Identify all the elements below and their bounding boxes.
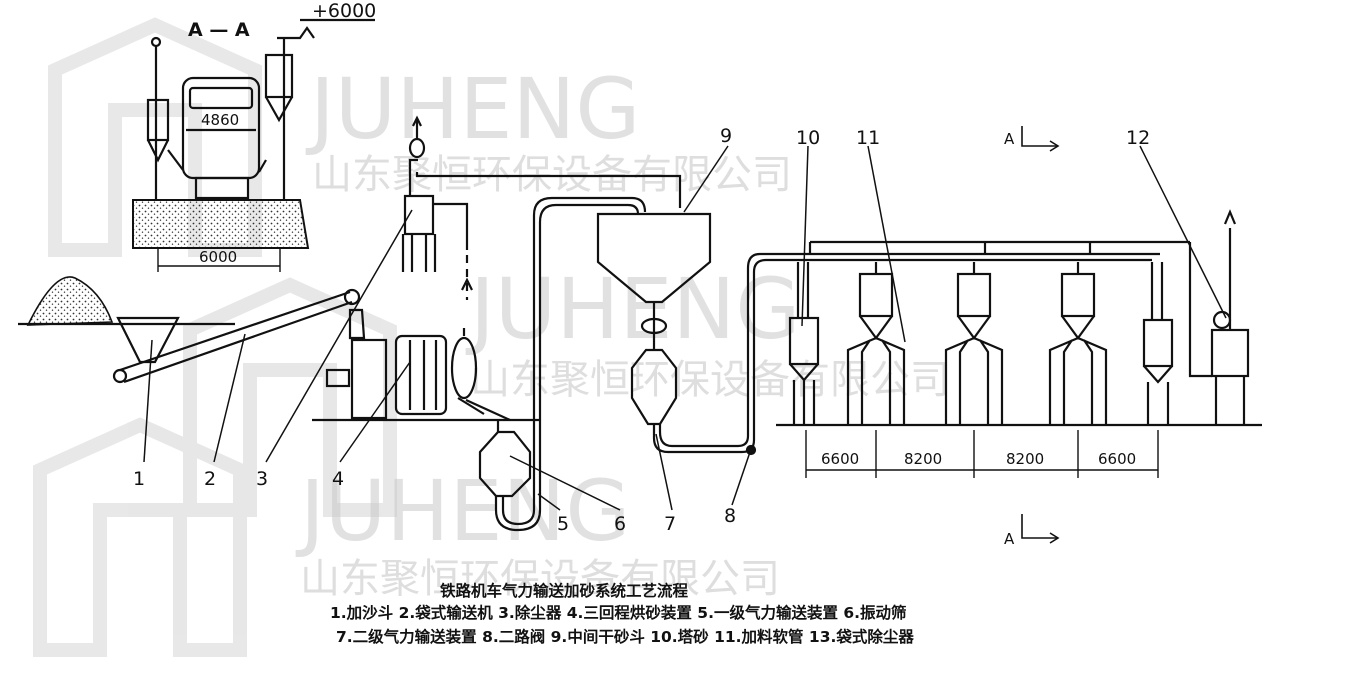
caption-title: 铁路机车气力输送加砂系统工艺流程	[440, 581, 689, 600]
callout-12: 12	[1126, 127, 1150, 149]
callout-2: 2	[204, 468, 216, 490]
section-marker-top: A	[1004, 130, 1015, 148]
spacing-4: 6600	[1098, 450, 1136, 468]
callout-1: 1	[133, 468, 145, 490]
callout-8: 8	[724, 505, 736, 527]
callout-5: 5	[557, 513, 569, 535]
sand-feed-equipment	[18, 115, 682, 384]
watermark: JUHENG 山东聚恒环保设备有限公司 JUHENG 山东聚恒环保设备有限公司 …	[33, 17, 950, 657]
callout-7: 7	[664, 513, 676, 535]
callout-11: 11	[856, 127, 880, 149]
section-markers: A A	[1004, 126, 1060, 548]
watermark-brand-3: JUHENG	[295, 462, 630, 560]
width-top-label: 4860	[201, 111, 239, 129]
spacing-3: 8200	[1006, 450, 1044, 468]
section-view-title: A — A	[188, 19, 250, 41]
callout-6: 6	[614, 513, 626, 535]
callout-numbers: 1 2 3 4 5 6 7 8 9 10 11 12	[133, 125, 1150, 535]
callout-9: 9	[720, 125, 732, 147]
three-pass-dryer	[312, 308, 540, 422]
callout-4: 4	[332, 468, 344, 490]
section-view-a-a: A — A +6000 4860 6000	[132, 0, 376, 272]
tower-spacing-dimensions: 6600 8200 8200 6600	[805, 430, 1159, 478]
watermark-company-2: 山东聚恒环保设备有限公司	[470, 357, 950, 403]
pneumatic-conveyor-stage-1	[478, 196, 647, 532]
spacing-2: 8200	[904, 450, 942, 468]
sand-towers	[776, 240, 1262, 427]
caption-legend-line-1: 1.加沙斗 2.袋式输送机 3.除尘器 4.三回程烘砂装置 5.一级气力输送装置…	[330, 603, 907, 622]
spacing-1: 6600	[821, 450, 859, 468]
caption: 铁路机车气力输送加砂系统工艺流程 1.加沙斗 2.袋式输送机 3.除尘器 4.三…	[330, 581, 914, 646]
intermediate-sand-bin	[596, 212, 1160, 456]
elevation-label: +6000	[312, 0, 376, 22]
callout-10: 10	[796, 127, 820, 149]
watermark-brand-2: JUHENG	[465, 260, 800, 358]
watermark-brand-1: JUHENG	[305, 60, 640, 158]
watermark-company-3: 山东聚恒环保设备有限公司	[300, 556, 780, 602]
leader-lines	[143, 145, 1227, 511]
bag-dust-collector	[1188, 209, 1250, 425]
caption-legend-line-2: 7.二级气力输送装置 8.二路阀 9.中间干砂斗 10.塔砂 11.加料软管 1…	[336, 627, 914, 646]
callout-3: 3	[256, 468, 268, 490]
width-bottom-label: 6000	[199, 248, 237, 266]
section-marker-bottom: A	[1004, 530, 1015, 548]
